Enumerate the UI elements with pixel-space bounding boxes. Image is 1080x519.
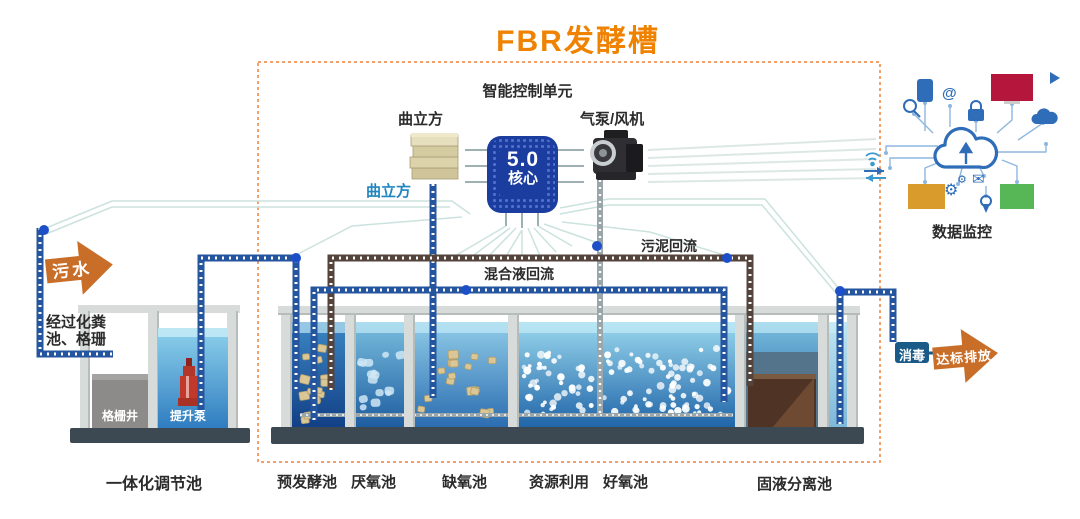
gear-icon: ⚙: [944, 182, 959, 199]
gear-small-icon: ⚙: [957, 174, 967, 186]
anaerobic-flocs: [357, 350, 406, 411]
aerobic-water: [519, 322, 735, 428]
basin-label-anaerobic: 厌氧池: [351, 474, 397, 491]
air-pump-label: 气泵/风机: [580, 111, 645, 128]
grid-well-box: [92, 374, 148, 431]
control-signal-lines: [45, 198, 841, 294]
monitoring-network: [864, 72, 1060, 213]
sync-arrows-icon: [864, 167, 886, 182]
fbr-boundary-box: [257, 61, 881, 463]
small-cloud-icon: [1031, 108, 1058, 124]
orange-panel-icon: [908, 184, 945, 209]
data-monitoring-label: 数据监控: [931, 224, 992, 241]
disinfect-label: 消毒: [898, 348, 925, 363]
search-icon: [903, 99, 921, 118]
air-bubbles: [521, 350, 595, 416]
inflow-note: 经过化粪 池、格珊: [46, 314, 106, 348]
mixed-return-label: 混合液回流: [484, 266, 554, 282]
air-pump-device: [590, 130, 643, 180]
air-bubbles: [597, 345, 732, 417]
settled-sludge: [748, 374, 816, 428]
pipes: [36, 180, 897, 424]
wifi-icon: [865, 152, 880, 167]
basin-label-anoxic: 缺氧池: [442, 474, 488, 491]
upload-arrow-icon: [958, 141, 974, 164]
smart-control-label: 智能控制单元: [482, 83, 573, 100]
at-icon: @: [942, 85, 957, 102]
chip-text: 5.0 核心: [492, 148, 554, 188]
lift-pump-device: [178, 358, 200, 406]
basin-label-resource: 资源利用: [529, 474, 590, 491]
grid-well-label: 格栅井: [101, 409, 138, 423]
location-pin-icon: [980, 195, 992, 213]
lift-pump-label: 提升泵: [169, 409, 206, 423]
inflow-note-line2: 池、格珊: [46, 331, 107, 348]
diagram-title: FBR发酵槽: [496, 25, 660, 58]
adjustment-tank-base: [70, 428, 250, 443]
green-panel-icon: [1000, 184, 1034, 209]
anoxic-water: [415, 322, 508, 428]
cube-product-stack: [409, 133, 459, 180]
discharge-arrow: [932, 329, 998, 383]
monitor-screen-icon: [991, 74, 1033, 101]
tank-top-beam: [278, 306, 860, 315]
sludge-return-label: 污泥回流: [641, 238, 697, 254]
play-icon: [1050, 72, 1060, 84]
basin-label-aerobic: 好氧池: [603, 474, 649, 491]
phone-icon: [917, 79, 933, 102]
cube-pipe-label: 曲立方: [366, 183, 412, 200]
anaerobic-water: [356, 322, 404, 428]
cube-product-label: 曲立方: [398, 111, 444, 128]
main-tank: [271, 306, 864, 444]
pre-fermentation-water: [292, 322, 345, 428]
adjustment-tank-label: 一体化调节池: [105, 476, 202, 493]
control-chip: [465, 136, 584, 228]
inflow-note-line1: 经过化粪: [46, 314, 107, 331]
pipe-junction-dots: [39, 225, 845, 296]
main-tank-base: [271, 427, 864, 444]
sewage-arrow: [44, 241, 113, 295]
sewage-arrow-label: 污水: [51, 258, 94, 283]
basin-label-separation: 固液分离池: [757, 476, 833, 493]
adjustment-tank: [70, 305, 250, 443]
mail-icon: ✉: [972, 171, 985, 188]
air-signal-lines: [647, 138, 877, 183]
lock-icon: [968, 100, 984, 121]
chip-version: 5.0: [506, 148, 540, 171]
chip-core: 核心: [507, 170, 538, 188]
tank-pillars: [281, 314, 858, 430]
basin-label-prefermentation: 预发酵池: [277, 474, 338, 491]
sludge-return-pipe: [327, 254, 754, 390]
